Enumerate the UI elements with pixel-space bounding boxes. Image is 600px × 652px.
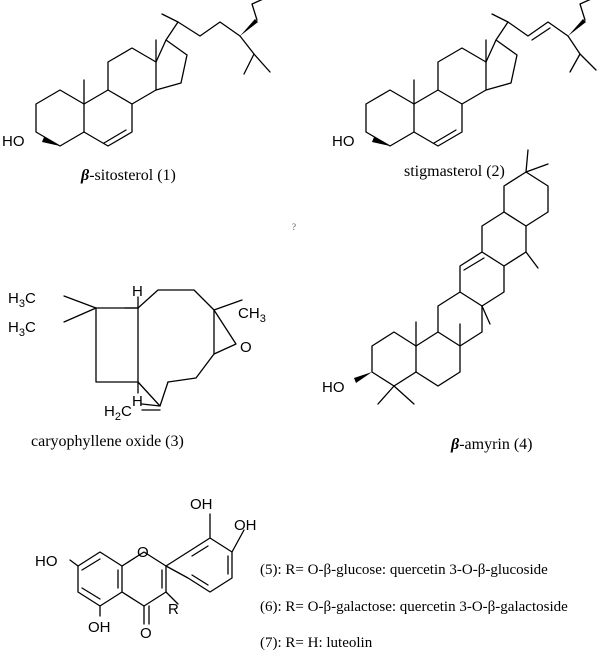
stigmasterol-structure: HO [332,0,597,150]
epoxide-o-label: O [240,339,252,356]
oh-label: OH [190,496,213,513]
ho-label: HO [2,133,25,150]
beta-amyrin-structure: HO [322,149,549,405]
quercetin-glucoside-line: (5): R= O-β-glucose: quercetin 3-O-β-glu… [260,562,548,578]
methyl-label: H3C [8,290,36,310]
carbonyl-o-label: O [140,625,152,642]
caryophyllene-oxide-caption: caryophyllene oxide (3) [31,433,184,450]
methylene-label: H2C [104,403,132,423]
oh-label: HO [35,553,58,570]
caryophyllene-oxide-structure: H3C H3C H H CH3 O H2C [8,283,266,423]
methyl-label: H3C [8,319,36,339]
flavonoid-core-structure: HO OH O O R OH OH [35,496,257,642]
r-label: R [168,601,179,618]
oh-label: OH [234,517,257,534]
beta-sitosterol-caption: β-sitosterol (1) [80,167,176,184]
ho-label: HO [322,379,345,396]
stigmasterol-caption: stigmasterol (2) [404,163,505,180]
ho-label: HO [332,133,355,150]
ring-o-label: O [137,544,149,561]
methyl-label: CH3 [238,305,266,325]
stray-mark: ? [292,222,296,232]
beta-amyrin-caption: β-amyrin (4) [450,436,533,453]
h-label: H [132,393,143,410]
oh-label: OH [88,619,111,636]
beta-sitosterol-structure: HO [2,0,271,150]
h-label: H [132,283,143,300]
quercetin-galactoside-line: (6): R= O-β-galactose: quercetin 3-O-β-g… [260,599,568,615]
luteolin-line: (7): R= H: luteolin [260,635,373,651]
